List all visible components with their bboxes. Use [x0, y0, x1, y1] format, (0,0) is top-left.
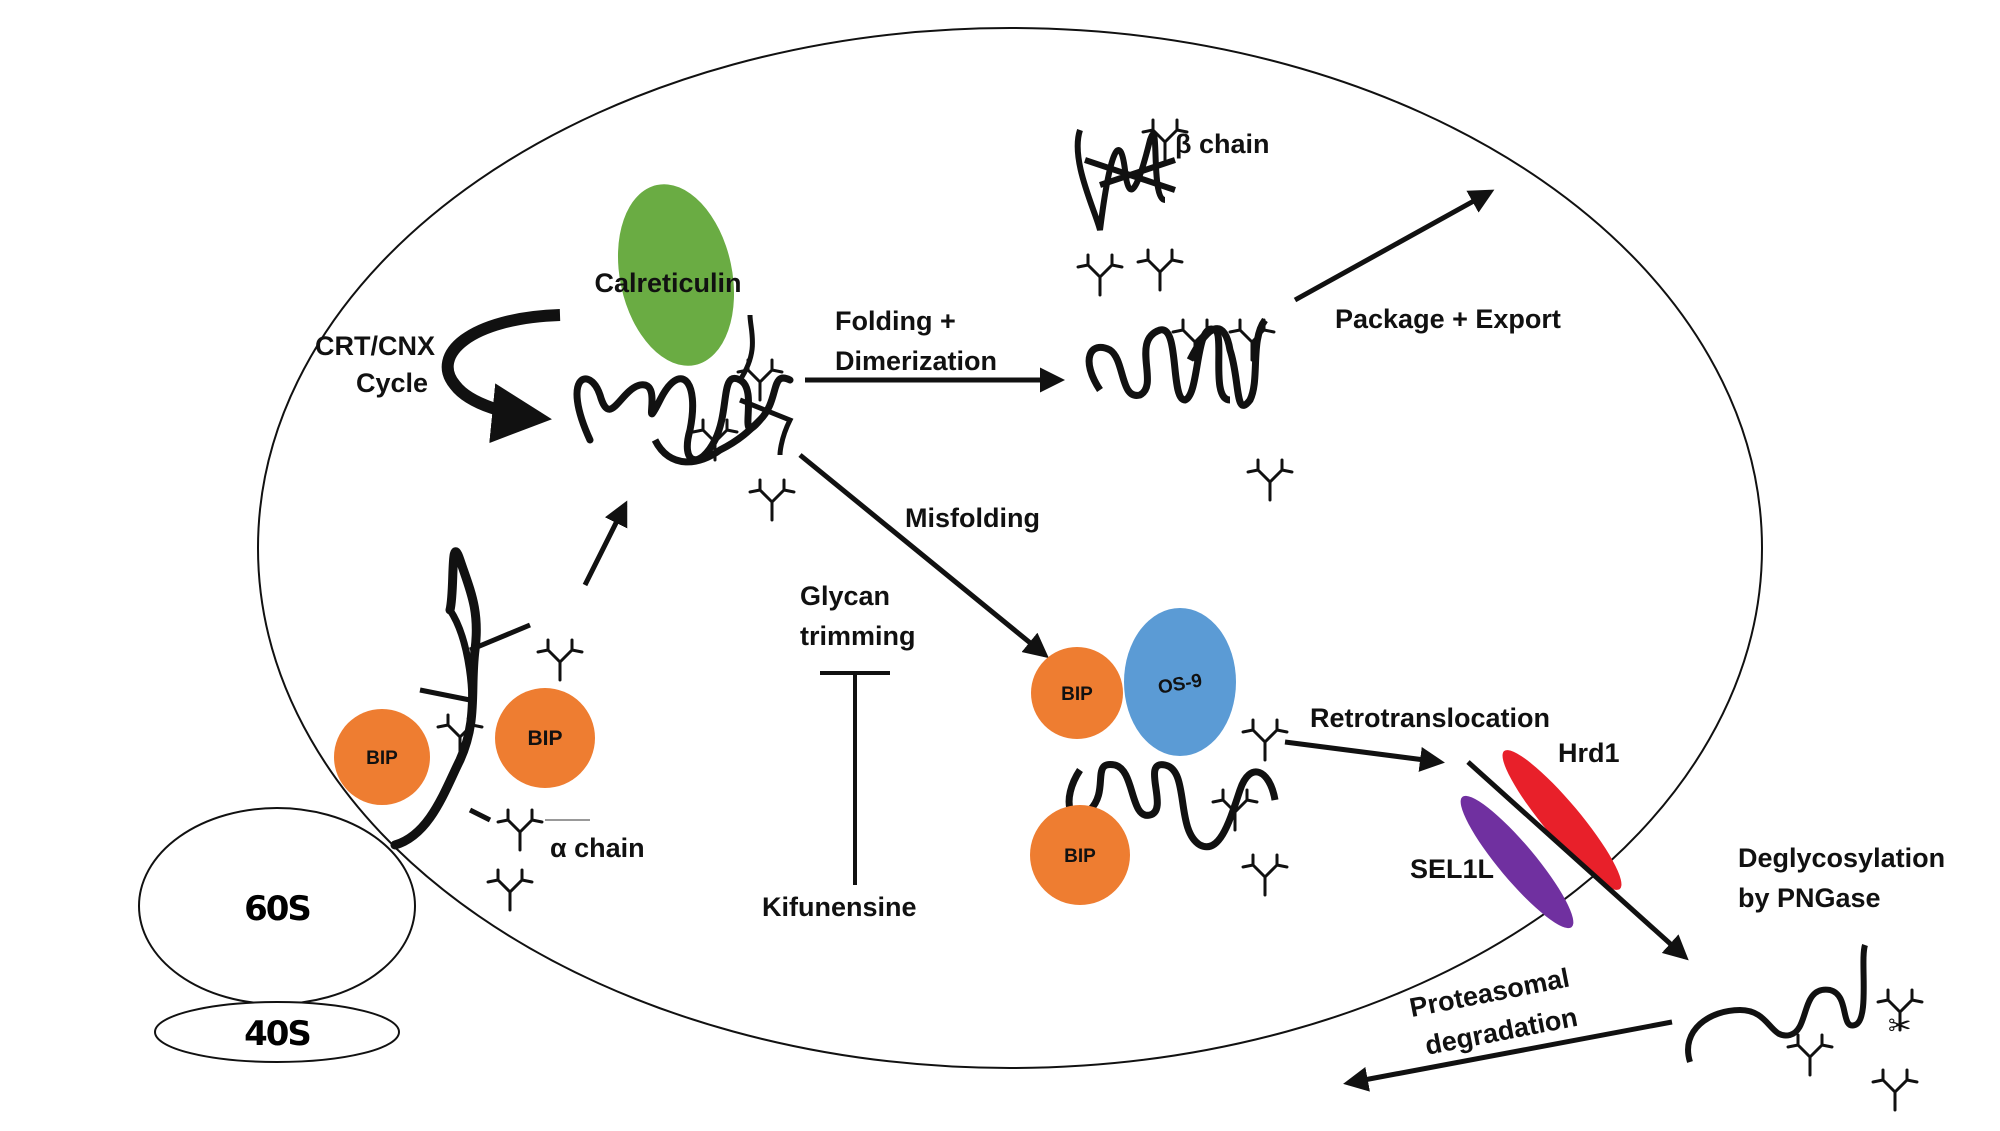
- calreticulin-label: Calreticulin: [594, 268, 741, 298]
- bip-lower: [1030, 805, 1130, 905]
- arrow-misfolding: [798, 453, 1049, 659]
- crt-cnx-label-1: CRT/CNX: [315, 331, 435, 361]
- bip-right: [495, 688, 595, 788]
- glycan-trimming-label-1: Glycan: [800, 581, 890, 611]
- bip-upper: [1031, 647, 1123, 739]
- bip-right-label: BIP: [527, 727, 562, 750]
- package-export-label: Package + Export: [1335, 304, 1561, 334]
- deglycosylation-label-2: by PNGase: [1738, 883, 1881, 913]
- misfolded-complex: BIP OS-9 BIP: [1030, 608, 1289, 905]
- ribosome-40s-label: 40S: [244, 1014, 310, 1054]
- deglycosylated-chain: ✂: [1685, 944, 1924, 1112]
- beta-chain: [1074, 118, 1189, 297]
- misfolding-label: Misfolding: [905, 503, 1040, 533]
- arrow-export: [1293, 189, 1495, 303]
- deglycosylation-label-1: Deglycosylation: [1738, 843, 1945, 873]
- retrotranslocation-label: Retrotranslocation: [1310, 703, 1550, 733]
- calreticulin-complex: Calreticulin: [573, 184, 796, 522]
- hrd1-blob: [1502, 750, 1622, 890]
- calreticulin-blob: [617, 184, 735, 366]
- ribosome-60s-label: 60S: [244, 889, 310, 929]
- bip-left: [334, 709, 430, 805]
- scissors-icon: ✂: [1888, 1010, 1911, 1041]
- er-membrane: [257, 27, 1763, 1069]
- alpha-chain-label: α chain: [550, 833, 645, 863]
- arrow-retrotranslocation: [1284, 739, 1445, 772]
- arrow-proteasomal: [1343, 1019, 1673, 1092]
- glycan-trimming-label-2: trimming: [800, 621, 916, 651]
- sel1l-blob: [1460, 795, 1574, 929]
- arrow-to-folding: [582, 500, 628, 587]
- nascent-alpha-chain: BIP BIP: [334, 547, 595, 912]
- folded-dimer: [1085, 317, 1294, 502]
- folding-label-1: Folding +: [835, 306, 956, 336]
- os9-blob: [1124, 608, 1236, 756]
- beta-chain-label: β chain: [1175, 129, 1270, 159]
- bip-upper-label: BIP: [1061, 684, 1093, 705]
- bip-left-label: BIP: [366, 748, 398, 769]
- folding-label-2: Dimerization: [835, 346, 997, 376]
- bip-lower-label: BIP: [1064, 846, 1096, 867]
- ribosome: 60S 40S: [138, 807, 416, 1063]
- arrow-channel: [1466, 760, 1689, 961]
- hrd1-label: Hrd1: [1558, 738, 1620, 768]
- sel1l-label: SEL1L: [1410, 854, 1494, 884]
- crt-cnx-label-2: Cycle: [356, 368, 428, 398]
- kifunensine-label: Kifunensine: [762, 892, 917, 922]
- ribosome-40s: [154, 1001, 400, 1063]
- crt-cnx-cycle-arrow: [441, 309, 561, 444]
